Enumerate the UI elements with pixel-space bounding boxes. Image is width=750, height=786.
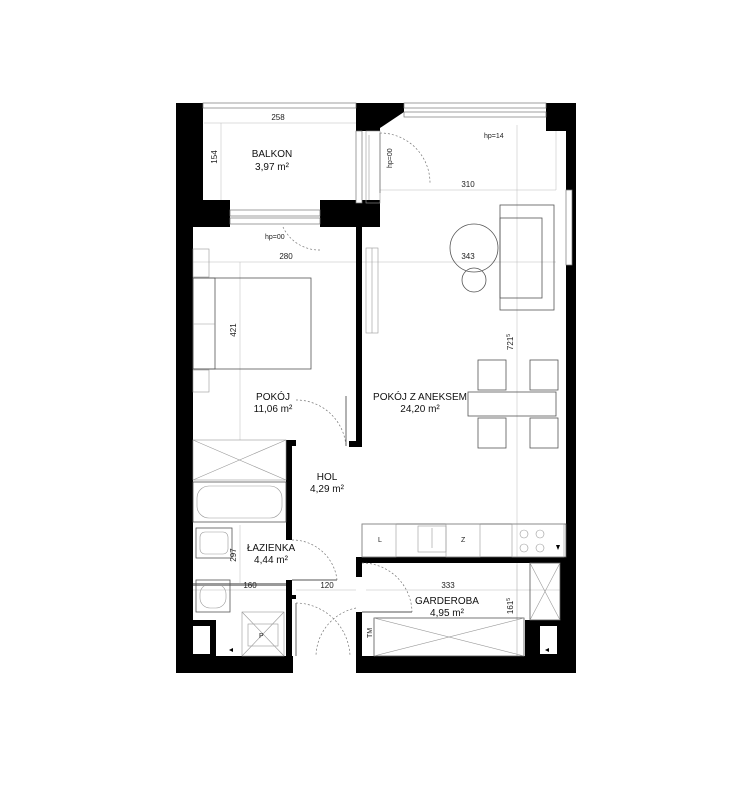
hp-window-top: hp=14 [484,133,504,140]
doors [282,132,431,657]
room-name-lazienka: ŁAZIENKA [247,543,296,554]
dim-balkon-width: 258 [271,113,285,122]
room-name-balkon: BALKON [252,149,293,160]
hp-balcony-door: hp=00 [265,234,285,241]
bathroom: P [192,481,287,657]
kitchen-dishwasher-label: Z [461,537,466,544]
exterior-walls [176,103,576,673]
room-name-pokoj-z-aneksem: POKÓJ Z ANEKSEM [373,390,467,403]
room-area-pokoj-z-aneksem: 24,20 m² [400,404,440,415]
dim-living-width: 343 [461,252,475,261]
dimension-guides [193,122,560,660]
wardrobe-tm-label: TM [367,628,374,638]
interior-walls [193,227,566,662]
windows [202,102,573,266]
dim-hall-width: 120 [320,581,334,590]
dim-bedroom-depth: 421 [229,323,238,337]
dim-living-top-width: 310 [461,180,475,189]
room-area-lazienka: 4,44 m² [254,555,289,566]
bedroom-furniture [192,247,379,481]
arrow-icon [229,648,233,652]
room-name-garderoba: GARDEROBA [415,596,479,607]
dim-bedroom-width: 280 [279,252,293,261]
living-furniture [449,204,559,449]
dim-balkon-depth: 154 [210,150,219,164]
arrow-icon [556,545,560,550]
room-name-pokoj: POKÓJ [256,390,290,403]
room-area-hol: 4,29 m² [310,484,345,495]
kitchen: L Z [361,523,567,558]
dim-bath-width: 160 [243,581,257,590]
kitchen-fridge-label: L [378,537,382,544]
room-area-balkon: 3,97 m² [255,162,290,173]
dim-wardrobe-depth: 1615 [506,598,515,614]
dim-bath-depth: 297 [229,548,238,562]
dim-living-depth: 7215 [506,334,515,350]
arrow-icon [545,648,549,652]
wardrobe: TM [367,562,561,657]
bath-washer-label: P [259,633,264,640]
hp-side-door: hp=00 [387,148,394,168]
room-area-pokoj: 11,06 m² [254,404,293,415]
dim-wardrobe-width: 333 [441,581,455,590]
room-area-garderoba: 4,95 m² [430,608,465,619]
room-name-hol: HOL [317,472,338,483]
